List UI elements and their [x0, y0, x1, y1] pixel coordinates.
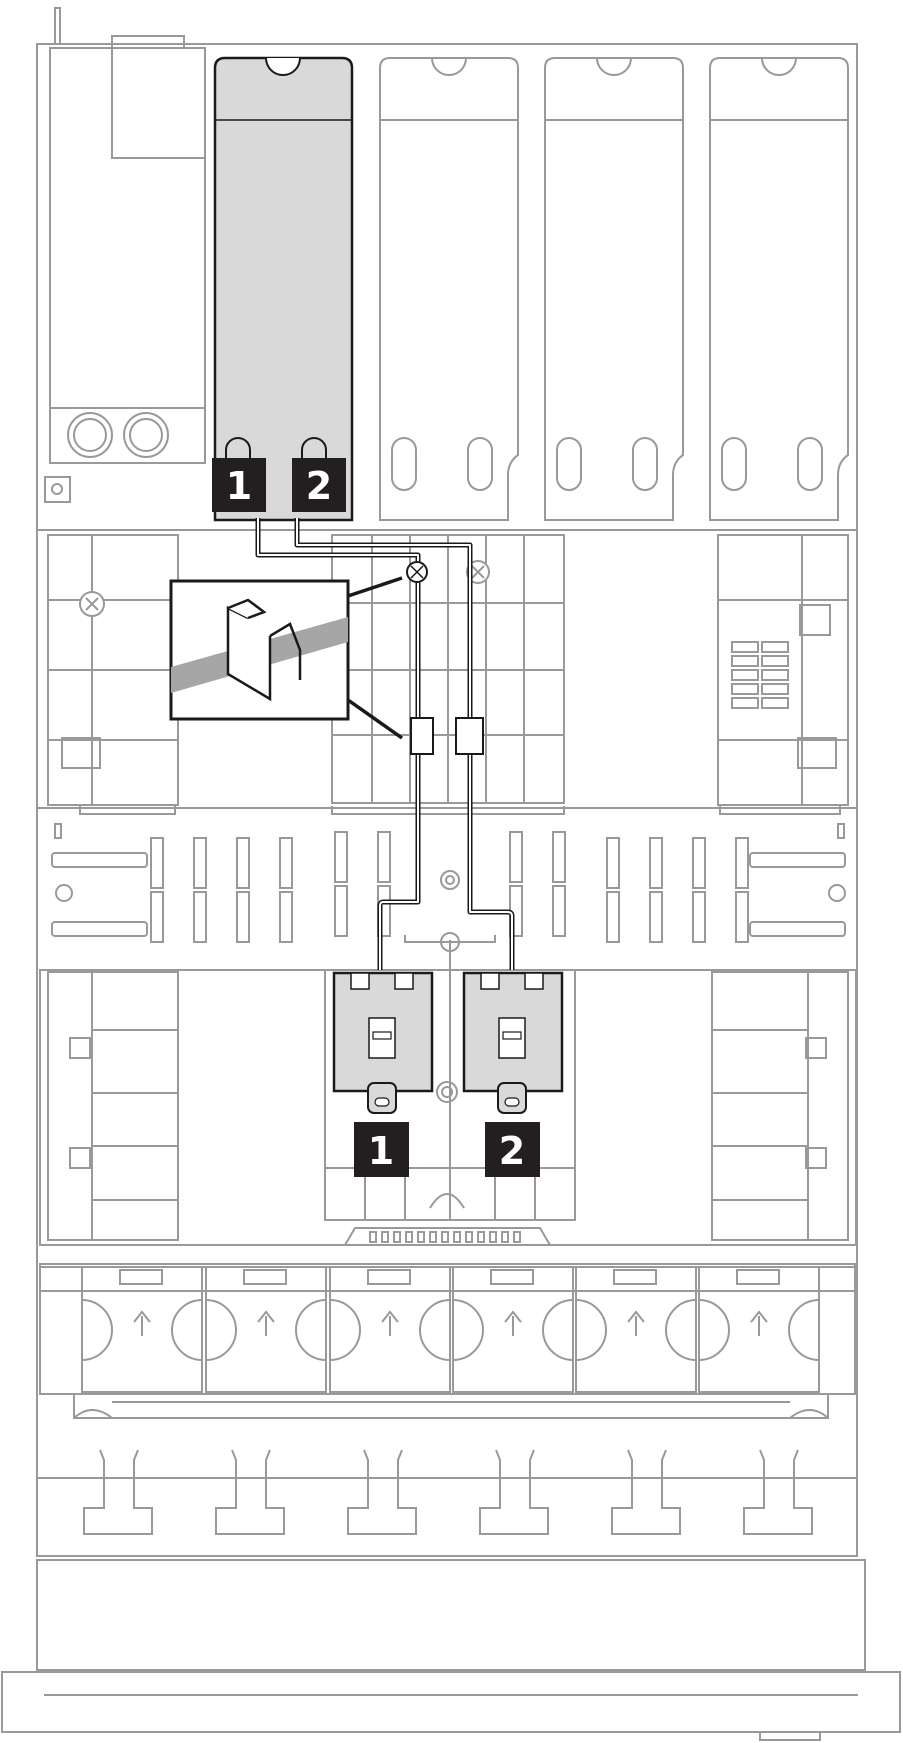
fan-row — [39, 1263, 856, 1395]
callout-top-2: 2 — [292, 458, 346, 512]
riser-slot-4 — [709, 57, 849, 521]
dimm-slots — [51, 823, 846, 943]
vent-grid — [731, 641, 789, 709]
cable-clip-detail-inset — [169, 576, 404, 740]
adapter-connector-2 — [462, 971, 564, 1114]
callout-bottom-2: 2 — [485, 1122, 540, 1177]
front-connectors — [37, 1449, 857, 1535]
riser-slot-3 — [544, 57, 684, 521]
callout-top-1-text: 1 — [226, 464, 252, 508]
callout-bottom-1-text: 1 — [368, 1129, 394, 1173]
callout-bottom-2-text: 2 — [499, 1129, 525, 1173]
airflow-arrow-icon — [133, 1310, 768, 1336]
adapter-connector-1 — [332, 971, 434, 1114]
cable-clip-icon — [406, 561, 484, 755]
storage-bay — [39, 932, 857, 1246]
callout-top-2-text: 2 — [306, 464, 332, 508]
processor-area — [36, 529, 858, 815]
fan-cage-bar — [73, 1393, 829, 1419]
riser-slot-1 — [213, 56, 354, 522]
riser-slot-2 — [379, 57, 519, 521]
callout-top-1: 1 — [212, 458, 266, 512]
connector-teeth — [369, 1231, 521, 1243]
chassis — [1, 7, 901, 1741]
release-latch-icon — [79, 591, 105, 617]
power-supply-bay — [44, 35, 206, 503]
callout-bottom-1: 1 — [354, 1122, 409, 1177]
